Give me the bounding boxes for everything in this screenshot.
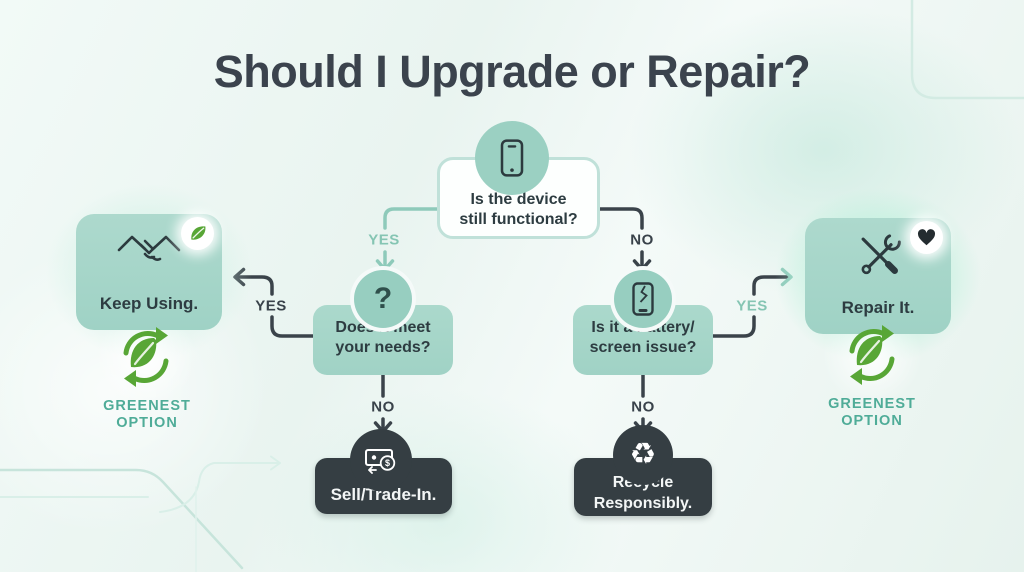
label-root-yes: YES (368, 231, 400, 249)
dollar-glyph: $ (385, 458, 390, 468)
cash-icon: $ (365, 449, 396, 474)
page-title: Should I Upgrade or Repair? (213, 46, 811, 97)
heart-badge (910, 221, 943, 254)
handshake-icon (117, 235, 181, 261)
node-icon-circle (610, 266, 676, 332)
decorative-line (159, 462, 279, 513)
heart-icon (917, 229, 936, 246)
node-label: your needs? (335, 339, 431, 356)
node-icon-circle (475, 121, 549, 195)
leaf-badge (181, 217, 214, 250)
decorative-line (0, 468, 244, 570)
node-label: Is the device (470, 191, 567, 208)
tools-icon (861, 234, 901, 275)
eco-cycle-icon-right (840, 323, 904, 392)
greenest-option-right: GREENEST OPTION (802, 396, 942, 430)
greenest-label: OPTION (841, 413, 903, 429)
label-root-no: NO (630, 231, 654, 249)
greenest-label: OPTION (116, 415, 178, 431)
label-needs-no: NO (371, 398, 395, 416)
node-label: screen issue? (589, 339, 697, 356)
leaf-cycle-icon (849, 325, 895, 385)
connector-battery-yes (711, 315, 756, 338)
question-mark-icon: ? (373, 282, 393, 315)
node-label: Responsibly. (593, 495, 693, 512)
greenest-label: GREENEST (103, 398, 191, 414)
node-icon-circle: ♻ (613, 425, 673, 485)
label-battery-no: NO (631, 398, 655, 416)
greenest-option-left: GREENEST OPTION (77, 398, 217, 432)
node-label: Repair It. (841, 298, 915, 317)
leaf-cycle-icon (123, 327, 169, 387)
label-needs-yes: YES (255, 297, 287, 315)
node-label: Keep Using. (99, 294, 199, 313)
smartphone-icon (500, 139, 524, 177)
node-icon-circle: $ (350, 429, 412, 491)
recycle-icon: ♻ (629, 437, 657, 472)
node-label: still functional? (459, 211, 578, 228)
label-battery-yes: YES (736, 297, 768, 315)
eco-cycle-icon-left (114, 325, 178, 394)
leaf-icon (191, 226, 206, 240)
cracked-phone-icon (632, 282, 654, 316)
connector-root-yes (383, 207, 439, 230)
connector-needs-yes (270, 315, 315, 338)
greenest-label: GREENEST (828, 396, 916, 412)
node-icon-circle: ? (350, 266, 416, 332)
connector-root-no (598, 207, 644, 230)
